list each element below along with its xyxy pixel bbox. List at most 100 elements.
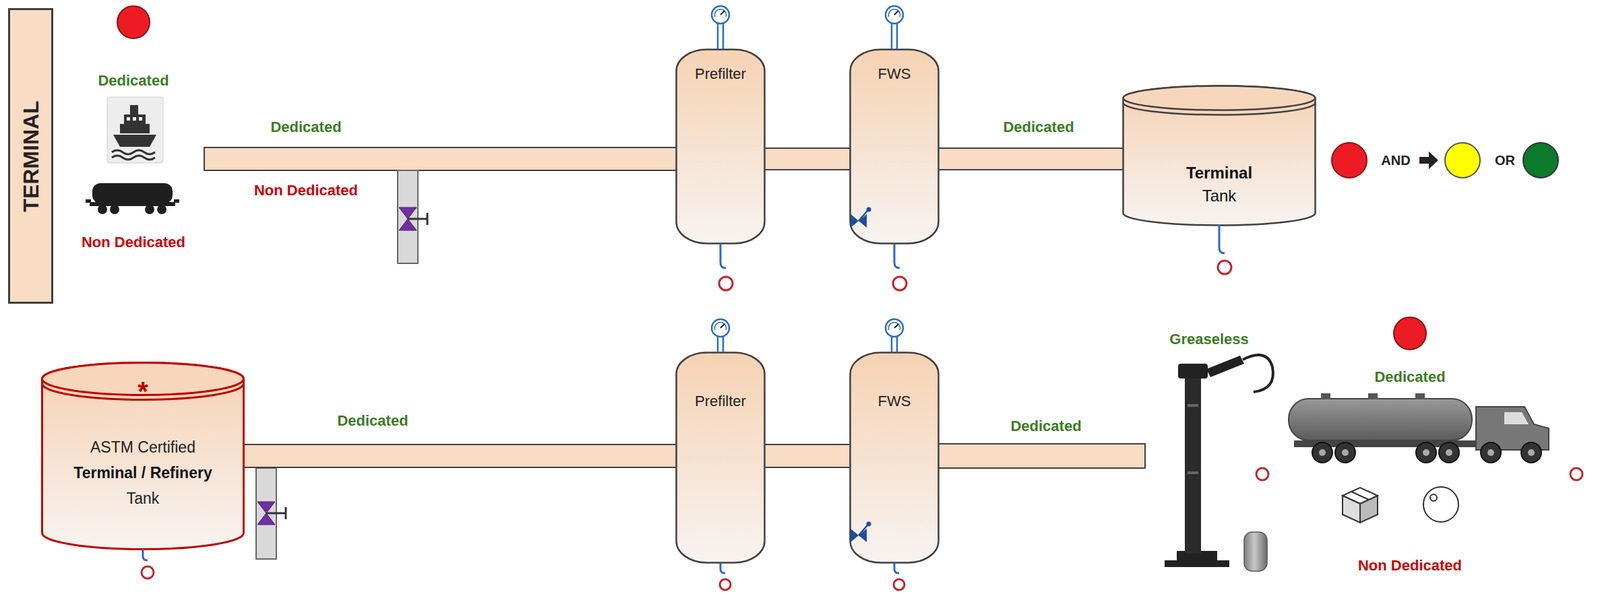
hydrant-dispenser-icon — [1242, 355, 1274, 393]
drain-line — [142, 549, 148, 561]
terminal-band: TERMINAL — [8, 8, 54, 304]
tank-roof — [1123, 86, 1316, 111]
cylinder-icon — [1244, 532, 1268, 572]
pressure-gauge — [711, 6, 730, 24]
tank-truck-icon — [1415, 393, 1425, 400]
hydrant-dispenser-icon — [1187, 404, 1199, 408]
sample-point — [141, 566, 154, 579]
pipe-label: Dedicated — [1002, 118, 1074, 137]
ship-icon — [132, 117, 137, 121]
hydrant-dispenser-icon — [1184, 377, 1202, 555]
pipe-fill — [763, 445, 852, 468]
sample-point — [719, 277, 733, 291]
ship-icon — [107, 97, 164, 164]
pressure-gauge — [720, 324, 725, 329]
drain-line — [720, 243, 726, 269]
drain-valve — [850, 207, 872, 544]
rail-car-icon — [97, 204, 108, 215]
sample-point — [141, 260, 1232, 591]
rail-car-icon — [144, 204, 155, 215]
inline-valve — [266, 512, 286, 515]
pressure-gauge — [720, 10, 725, 15]
pressure-gauge — [715, 322, 727, 331]
ship-icon — [138, 117, 143, 121]
sample-point — [1256, 468, 1269, 481]
drain-valve — [858, 210, 868, 222]
vessel-outline — [676, 49, 765, 244]
ship-icon — [113, 134, 157, 147]
ship-icon — [130, 105, 139, 115]
inline-valve — [256, 468, 286, 560]
drum-top-icon — [1430, 494, 1437, 502]
inline-valve — [397, 170, 428, 264]
terminal-tank-outline — [1122, 84, 1317, 227]
tank-truck-icon — [1368, 393, 1378, 400]
band-title: TERMINAL — [18, 100, 44, 212]
ship-icon — [124, 114, 146, 125]
sample-point — [893, 277, 907, 291]
inline-valve — [426, 212, 429, 226]
status-label: Dedicated — [1374, 368, 1445, 387]
status-dot-green — [1523, 142, 1559, 178]
drain-valve — [858, 525, 868, 536]
prefilter-vessel: Prefilter — [675, 48, 766, 245]
band-outline — [9, 9, 53, 304]
pipe-fill — [763, 148, 852, 170]
pipe-outline — [242, 444, 678, 469]
rail-car-icon — [157, 204, 167, 215]
status-dot-green — [1523, 142, 1559, 178]
inline-valve — [407, 218, 428, 221]
status-dot-red — [117, 6, 150, 39]
tank-truck-icon — [1521, 442, 1542, 464]
tank-truck-icon — [1504, 412, 1529, 425]
node-label: Tank — [1202, 184, 1237, 208]
tank-truck-icon — [1320, 393, 1331, 400]
pressure-gauge — [885, 6, 904, 24]
pressure-gauge — [890, 336, 894, 353]
pipe-outline — [763, 147, 852, 171]
pressure-gauge — [722, 23, 725, 50]
ship-icon — [119, 124, 150, 134]
status-label: Dedicated — [97, 72, 169, 90]
node-label: FWS — [878, 64, 912, 84]
node-label: Prefilter — [694, 392, 747, 412]
status-label: Non Dedicated — [1358, 557, 1462, 575]
status-dot-red — [1393, 317, 1427, 350]
pipe-fill — [242, 445, 678, 468]
rail-car-icon — [85, 199, 91, 203]
pressure-gauge — [711, 319, 730, 337]
pressure-gauge — [894, 324, 899, 329]
pressure-gauge — [894, 10, 899, 15]
rail-car-icon — [109, 204, 120, 215]
pipe-label: Dedicated — [1010, 417, 1082, 436]
pressure-gauge — [717, 336, 720, 353]
rail-car-icon — [173, 199, 180, 203]
certified-tank: *ASTM CertifiedTerminal / RefineryTank — [41, 361, 245, 551]
pressure-gauge — [717, 23, 720, 50]
vessel-outline — [850, 353, 939, 564]
tank-truck-icon — [1487, 449, 1495, 457]
pipe-label: Dedicated — [270, 118, 342, 137]
status-label: Non Dedicated — [81, 233, 186, 252]
rail-car-icon — [92, 183, 173, 204]
arrow-symbol — [1419, 151, 1439, 170]
ship-icon — [107, 97, 164, 164]
sample-point — [1217, 260, 1232, 275]
sample-point — [893, 579, 905, 591]
pipe-outline — [763, 444, 852, 469]
pipe-segment — [204, 147, 1146, 469]
status-dot-red — [1331, 142, 1367, 178]
sample-point — [1570, 468, 1583, 481]
tank-outline — [42, 363, 244, 550]
tank-truck-icon — [1288, 393, 1549, 464]
pressure-gauge — [722, 336, 725, 353]
pipe-segment — [936, 444, 1146, 469]
drain-valve — [866, 207, 872, 213]
tank-truck-icon — [1527, 449, 1535, 457]
pipe-label: Dedicated — [336, 412, 408, 430]
drain-valve — [866, 522, 872, 528]
pipe-connector — [242, 456, 678, 457]
hydrant-dispenser-icon — [1206, 355, 1245, 378]
hydrant-dispenser-icon — [1178, 363, 1208, 379]
